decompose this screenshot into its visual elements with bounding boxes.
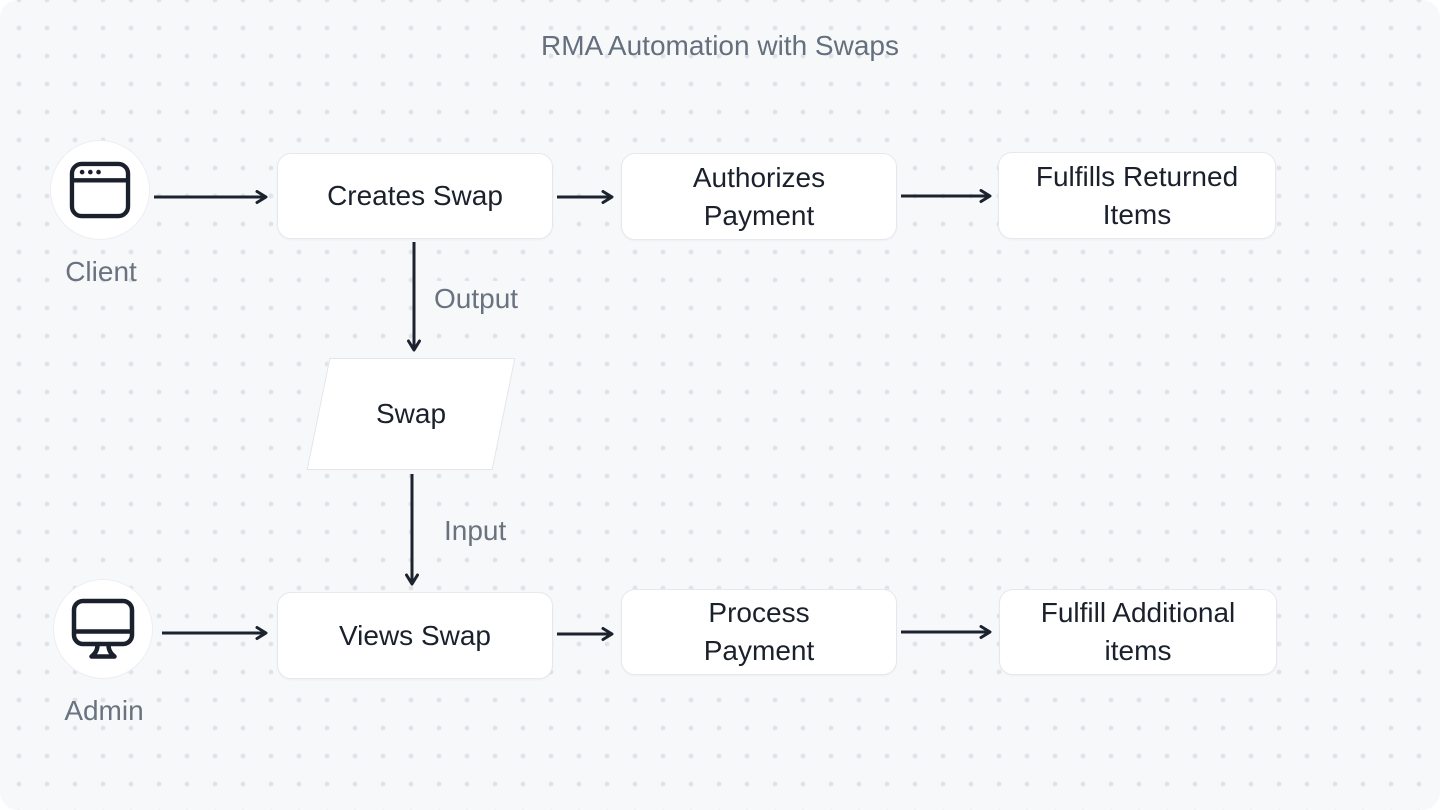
flow-node-views-swap[interactable]: Views Swap [277,592,553,679]
client-actor-node[interactable] [50,140,150,240]
browser-window-icon [69,161,131,219]
node-label: Fulfills Returned Items [1035,160,1239,230]
node-label: Creates Swap [327,180,503,211]
edge-label-output: Output [426,281,527,317]
desktop-monitor-icon [71,598,135,659]
node-label: Process Payment [703,597,815,666]
flow-node-swap-parallelogram[interactable]: Swap [306,358,516,470]
flow-node-authorizes-payment[interactable]: Authorizes Payment [621,153,897,240]
client-label: Client [65,256,137,287]
admin-actor-node[interactable] [53,579,153,679]
flow-node-fulfill-additional-items[interactable]: Fulfill Additional items [999,589,1277,675]
flow-node-process-payment[interactable]: Process Payment [621,589,897,675]
flow-node-fulfills-returned-items[interactable]: Fulfills Returned Items [998,152,1276,239]
node-label: Fulfill Additional items [1040,597,1236,666]
node-label: Swap [375,398,447,429]
admin-label: Admin [64,695,144,726]
node-label: Views Swap [338,619,491,651]
node-label: Authorizes Payment [692,161,826,231]
flow-node-creates-swap[interactable]: Creates Swap [277,153,553,239]
edge-label-input: Input [436,513,515,549]
diagram-title: RMA Automation with Swaps [541,30,899,61]
